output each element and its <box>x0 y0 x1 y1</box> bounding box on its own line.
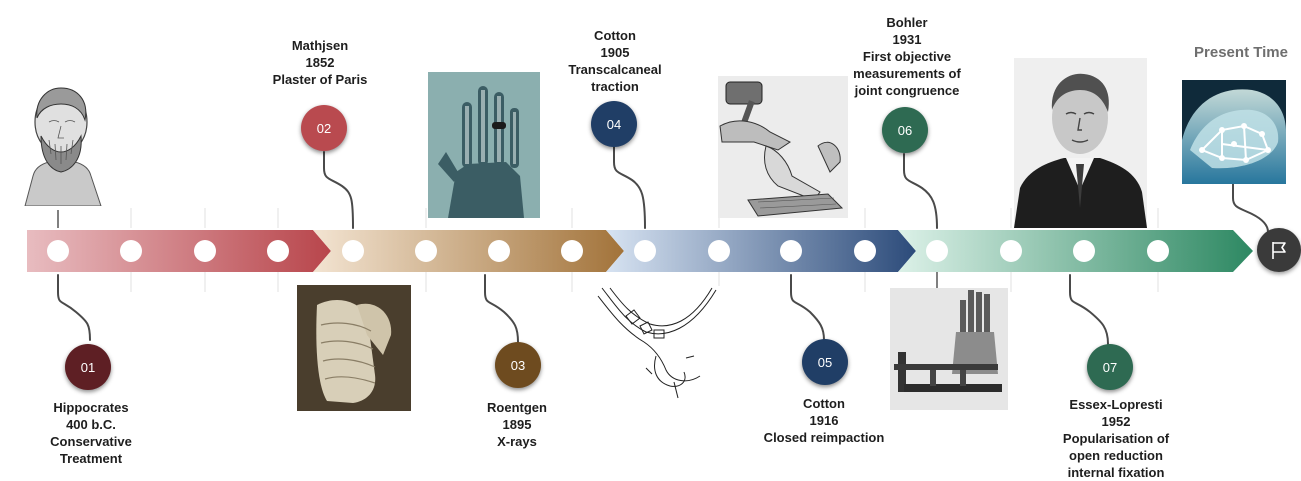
foot-diagram-image <box>596 286 720 404</box>
xray-hand-image <box>428 72 540 218</box>
plaster-cast-image <box>297 285 411 411</box>
foot-traction-drawing-image <box>718 76 848 218</box>
calcaneus-plate-image <box>1182 80 1286 184</box>
present-time-label: Present Time <box>1194 44 1288 61</box>
present-flag-marker <box>1257 228 1301 272</box>
milestone-circle-05: 05 <box>802 339 848 385</box>
milestone-circle-02: 02 <box>301 105 347 151</box>
milestone-circle-03: 03 <box>495 342 541 388</box>
milestone-circle-04: 04 <box>591 101 637 147</box>
hippocrates-bust-image <box>5 78 117 206</box>
hand-fixator-image <box>890 288 1008 410</box>
milestone-circle-01: 01 <box>65 344 111 390</box>
milestone-circle-07: 07 <box>1087 344 1133 390</box>
milestone-circle-06: 06 <box>882 107 928 153</box>
portrait-image <box>1014 58 1147 228</box>
flag-icon <box>1268 239 1290 261</box>
